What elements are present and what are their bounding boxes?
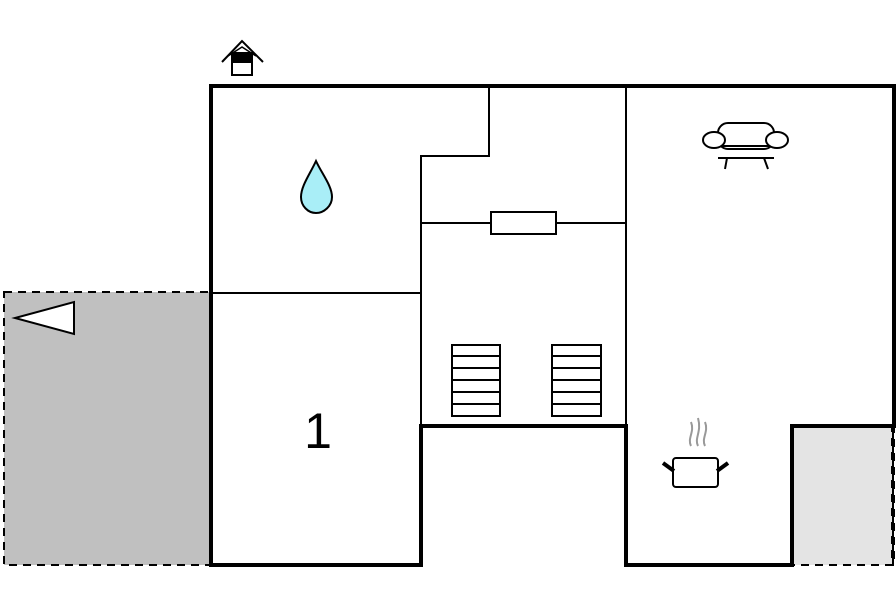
furniture-rect [490,211,557,235]
water-drop-icon [299,158,334,215]
terrace-left [3,291,211,566]
terrace-right-edge [892,425,895,566]
sofa-icon [702,122,789,170]
terrace-right [791,425,893,566]
bed-left [451,344,501,417]
bed-right [551,344,602,417]
outer-wall [209,84,896,567]
entrance-icon [221,39,264,76]
cooking-pot-icon [661,417,730,488]
room-number-label: 1 [304,403,332,459]
compass-arrow-icon [11,300,75,336]
